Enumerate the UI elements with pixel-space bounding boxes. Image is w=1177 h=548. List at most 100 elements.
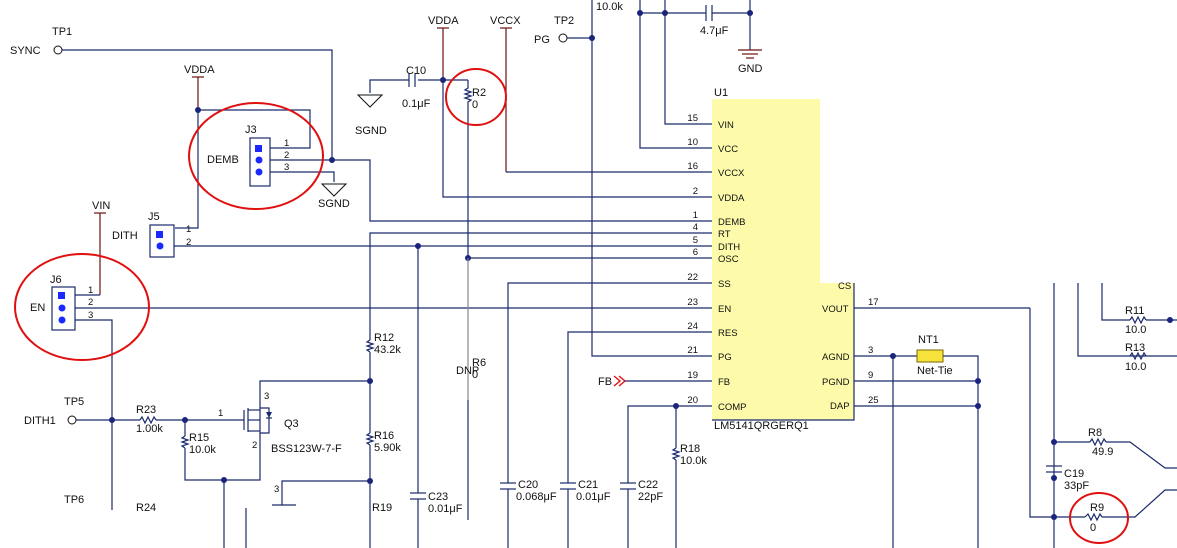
osc-network: R6 DNP 0: [456, 255, 712, 400]
c19-value: 33pF: [1064, 480, 1089, 492]
lower-networks: C20 0.068μF C21 0.01μF C22 22pF R18 10.0…: [500, 282, 712, 548]
r12-value: 43.2k: [374, 344, 401, 356]
pin-num-agnd: 3: [868, 345, 873, 356]
connector-j3: J3 DEMB 1 2 3 SGND: [207, 124, 350, 210]
pin-num-demb: 1: [693, 210, 698, 221]
pin-name-pgnd: PGND: [822, 377, 850, 388]
q3-ref: Q3: [284, 418, 299, 430]
j3-pin3: 3: [284, 162, 289, 173]
j3-ref: J3: [245, 124, 257, 136]
j3-name: DEMB: [207, 154, 239, 166]
ic-left-pins: VIN15VCC10VCCX16VDDA2DEMB1RT4DITH5OSC6SS…: [687, 113, 746, 413]
pin-name-vdda: VDDA: [718, 193, 745, 204]
net-fb: FB: [598, 376, 612, 388]
pin-name-dap: DAP: [830, 401, 850, 412]
r9-ref: R9: [1090, 502, 1104, 514]
r6-dnp: DNP: [456, 365, 479, 377]
c22-value: 22pF: [638, 491, 663, 503]
j6-name: EN: [30, 302, 45, 314]
r16-ref: R16: [374, 430, 394, 442]
ic-u1: U1 LM5141QRGERQ1 CS VOUT AGND PGND DAP 1…: [712, 87, 1030, 432]
pin-name-rt: RT: [718, 229, 731, 240]
r23-value: 1.00k: [136, 423, 163, 435]
pin-num-rt: 4: [693, 222, 698, 233]
r6-ref: R6: [472, 357, 486, 369]
pin-name-ss: SS: [718, 279, 731, 290]
pin-name-vin: VIN: [718, 120, 734, 131]
r6-value: 0: [472, 369, 478, 381]
pin-num-pg: 21: [687, 345, 698, 356]
pin-num-dap: 25: [868, 395, 879, 406]
r16-value: 5.90k: [374, 442, 401, 454]
vin-net: VIN: [75, 200, 110, 296]
pin-name-fb: FB: [718, 377, 730, 388]
net-sgnd-c10: SGND: [355, 125, 387, 137]
pin-num-en: 23: [687, 297, 698, 308]
highlight-j3: [188, 102, 324, 210]
top-right: GND 4.7μF: [637, 0, 763, 149]
r2-ref: R2: [472, 87, 486, 99]
c23-ref: C23: [428, 491, 448, 503]
c10-value: 0.1μF: [402, 98, 431, 110]
c23-value: 0.01μF: [428, 503, 463, 515]
pin-name-en: EN: [718, 304, 731, 315]
highlight-j6: [14, 253, 150, 361]
r15-value: 10.0k: [189, 444, 216, 456]
net-pg: PG: [534, 34, 550, 46]
net-vccx: VCCX: [490, 15, 521, 27]
nt1-ref: NT1: [918, 334, 939, 346]
r8-ref: R8: [1088, 427, 1102, 439]
q3-pin3: 3: [264, 391, 269, 402]
net-vdda-top: VDDA: [428, 15, 459, 27]
r13-ref: R13: [1125, 342, 1145, 354]
j3-pin1: 1: [284, 138, 289, 149]
net-tp1: TP1: [52, 26, 72, 38]
net-tp6: TP6: [64, 494, 84, 506]
net-tp2: TP2: [554, 15, 574, 27]
pin-num-fb: 19: [687, 370, 698, 381]
pin-num-vdda: 2: [693, 186, 698, 197]
net-sync: SYNC: [10, 45, 41, 57]
r9-value: 0: [1090, 522, 1096, 534]
dith1-network: DITH1 TP5 R23 1.00k R15 10.0k 1 3 2 Q3 B…: [24, 391, 342, 548]
q3-pin1: 1: [218, 408, 223, 419]
c19-ref: C19: [1064, 468, 1084, 480]
c20-value: 0.068μF: [516, 491, 557, 503]
j3-pin2: 2: [284, 150, 289, 161]
rt-network: R12 43.2k R16 5.90k R19 3: [259, 232, 712, 548]
j6-pin3: 3: [88, 310, 93, 321]
pin-name-vcc: VCC: [718, 144, 738, 155]
dith-network: C23 0.01μF: [410, 243, 463, 548]
c22-ref: C22: [638, 479, 658, 491]
pin-num-vcc: 10: [687, 137, 698, 148]
net-tp5: TP5: [64, 396, 84, 408]
pin-num-osc: 6: [693, 247, 698, 258]
pin-name-demb: DEMB: [718, 217, 745, 228]
pin-name-vccx: VCCX: [718, 168, 745, 179]
j5-pin2: 2: [186, 237, 191, 248]
net-vin: VIN: [92, 200, 110, 212]
j6-ref: J6: [50, 274, 62, 286]
j5-name: DITH: [112, 230, 138, 242]
r8-value: 49.9: [1092, 446, 1113, 458]
pin-num-ss: 22: [687, 272, 698, 283]
j5-pin1: 1: [186, 224, 191, 235]
ic-part: LM5141QRGERQ1: [714, 420, 809, 432]
pin-num-dith: 5: [693, 235, 698, 246]
r15-ref: R15: [189, 432, 209, 444]
r11-value: 10.0: [1125, 324, 1146, 336]
r-top-value: 10.0k: [596, 1, 623, 13]
r2-value: 0: [472, 99, 478, 111]
c21-value: 0.01μF: [576, 491, 611, 503]
highlight-r9: [1069, 492, 1129, 544]
top-middle: VDDA SGND C10 0.1μF R2 0 VCCX TP2 PG 10.…: [355, 0, 712, 520]
r24-ref: R24: [136, 502, 156, 514]
c20-ref: C20: [518, 479, 538, 491]
q3-pin2: 2: [252, 440, 257, 451]
r13-value: 10.0: [1125, 361, 1146, 373]
j6-pin2: 2: [88, 297, 93, 308]
nt1-value: Net-Tie: [917, 365, 953, 377]
pin-num-vccx: 16: [687, 161, 698, 172]
